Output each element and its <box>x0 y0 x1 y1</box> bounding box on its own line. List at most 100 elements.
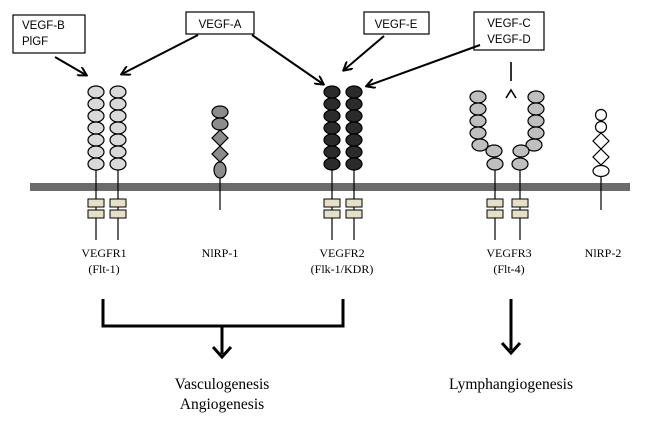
receptor-label-nrp2: NlRP-2 <box>585 246 622 260</box>
receptor-sublabel-vegfr1: (Flt-1) <box>88 262 119 276</box>
vegfr2-ig-domain <box>323 121 341 135</box>
arrow-vegfe-to-vegfr2 <box>344 35 385 70</box>
vegfr3-ig-domain <box>469 114 487 128</box>
vegfr1-ig-domain <box>87 133 105 147</box>
vegfr3-ig-domain <box>527 114 545 128</box>
receptor-label-vegfr1: VEGFR1 <box>81 246 126 260</box>
vegfr2-ig-domain <box>323 109 341 123</box>
outcome-label-angiogenesis: Angiogenesis <box>180 396 264 413</box>
vegfr1-kinase-domain <box>87 198 105 208</box>
nrp2-b-domain <box>592 132 610 150</box>
vegfr3-ig-domain <box>525 138 543 152</box>
nrp2-a-domain <box>594 120 608 134</box>
vegfr2-ig-domain <box>345 97 363 111</box>
receptor-vegfr1 <box>87 85 127 240</box>
arrow-vegfc-to-vegfr2 <box>367 44 481 86</box>
ligand-label-vegfd: VEGF-D <box>487 34 530 46</box>
nrp1-a-domain <box>211 117 229 131</box>
caret-vegfc-binding-site <box>505 88 517 99</box>
vegfr2-kinase-domain <box>323 209 341 219</box>
cell-membrane <box>30 183 630 191</box>
vegfr3-kinase-domain <box>511 198 529 208</box>
vegfr1-ig-domain <box>87 145 105 159</box>
vegfr1-ig-domain <box>109 121 127 135</box>
vegfr2-ig-domain <box>345 85 363 99</box>
ligand-box-vegfc-vegfd: VEGF-C VEGF-D <box>473 11 545 51</box>
vegfr2-kinase-domain <box>345 198 363 208</box>
vegfr1-ig-domain <box>87 97 105 111</box>
vegfr1-vegfr2-bracket <box>101 299 345 328</box>
vegfr2-ig-domain <box>345 121 363 135</box>
ligand-box-vegfb-plgf: VEGF-B PlGF <box>12 14 86 54</box>
vegfr1-ig-domain <box>87 109 105 123</box>
vegfr2-ig-domain <box>323 133 341 147</box>
nrp1-c-domain <box>213 161 227 179</box>
ligand-label-vegfe: VEGF-E <box>375 19 418 31</box>
nrp2-c-domain <box>592 164 610 178</box>
receptor-vegfr3 <box>469 90 545 240</box>
vegfr1-ig-domain <box>109 85 127 99</box>
vegfr3-ig-domain <box>527 126 545 140</box>
vegfr1-ig-domain <box>87 85 105 99</box>
receptor-label-nrp1: NlRP-1 <box>202 246 239 260</box>
vegfr1-ig-domain <box>109 157 127 171</box>
vegfr2-ig-domain <box>323 97 341 111</box>
nrp1-b-domain <box>211 129 229 147</box>
vegfr2-ig-domain <box>323 85 341 99</box>
vegfr3-ig-domain <box>486 157 504 171</box>
vegfr2-ig-domain <box>345 145 363 159</box>
vegfr1-ig-domain <box>109 97 127 111</box>
ligand-box-vegfe: VEGF-E <box>363 11 430 35</box>
arrow-vegfa-to-vegfr1 <box>122 34 199 74</box>
vegfr3-ig-domain <box>471 138 489 152</box>
nrp2-b-domain <box>592 148 610 166</box>
vegfr3-ig-domain <box>469 102 487 116</box>
arrowhead-angiogenesis <box>211 345 233 360</box>
vegfr3-ig-domain <box>512 144 530 158</box>
vegfr3-ig-domain <box>469 126 487 140</box>
nrp2-a-domain <box>594 108 608 122</box>
vegfr2-ig-domain <box>323 145 341 159</box>
arrow-vegfb-to-vegfr1 <box>54 56 86 75</box>
outcome-label-vasculogenesis: Vasculogenesis <box>175 376 270 393</box>
vegfr2-ig-domain <box>323 157 341 171</box>
vegfr3-kinase-domain <box>511 209 529 219</box>
receptor-nrp2 <box>592 108 610 210</box>
vegfr3-ig-domain <box>527 90 545 104</box>
nrp1-b-domain <box>211 145 229 163</box>
vegfr3-ig-domain <box>511 157 529 171</box>
receptor-label-vegfr2: VEGFR2 <box>319 246 364 260</box>
receptor-vegfr2 <box>323 85 363 240</box>
vegfr3-ig-domain <box>527 102 545 116</box>
vegfr1-ig-domain <box>109 109 127 123</box>
receptor-sublabel-vegfr2: (Flk-1/KDR) <box>311 262 374 276</box>
ligand-label-plgf: PlGF <box>22 36 48 48</box>
vegfr1-kinase-domain <box>109 209 127 219</box>
vegfr3-ig-domain <box>469 90 487 104</box>
vegfr3-kinase-domain <box>486 198 504 208</box>
ligand-label-vegfc: VEGF-C <box>487 18 530 30</box>
vegfr3-ig-domain <box>485 144 503 158</box>
vegfr3-kinase-domain <box>486 209 504 219</box>
nrp1-a-domain <box>211 105 229 119</box>
receptor-label-vegfr3: VEGFR3 <box>486 246 531 260</box>
arrow-vegfa-to-vegfr2 <box>251 34 323 84</box>
vegfr1-ig-domain <box>109 133 127 147</box>
vegfr2-ig-domain <box>345 157 363 171</box>
arrowhead-lymphangiogenesis <box>500 341 522 356</box>
vegfr2-ig-domain <box>345 133 363 147</box>
receptor-nrp1 <box>211 105 229 210</box>
vegfr1-kinase-domain <box>109 198 127 208</box>
vegfr1-ig-domain <box>87 121 105 135</box>
ligand-label-vegfa: VEGF-A <box>199 19 242 31</box>
receptor-sublabel-vegfr3: (Flt-4) <box>493 262 524 276</box>
vegfr1-ig-domain <box>87 157 105 171</box>
outcome-label-lymphangiogenesis: Lymphangiogenesis <box>449 376 573 393</box>
vegfr1-kinase-domain <box>87 209 105 219</box>
vegfr1-ig-domain <box>109 145 127 159</box>
vegfr2-kinase-domain <box>345 209 363 219</box>
ligand-box-vegfa: VEGF-A <box>185 11 255 35</box>
ligand-label-vegfb: VEGF-B <box>22 20 65 32</box>
vegfr2-ig-domain <box>345 109 363 123</box>
